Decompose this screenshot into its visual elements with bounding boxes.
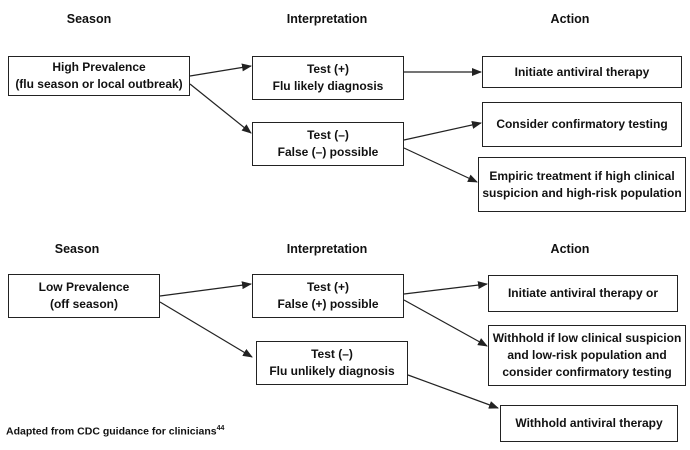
box-line: Test (+): [306, 62, 350, 76]
top-action-empiric-box: Empiric treatment if high clinical suspi…: [478, 157, 686, 212]
box-line: (flu season or local outbreak): [15, 77, 183, 91]
box-line: False (–) possible: [277, 145, 379, 159]
bottom-action-withhold-conditional-box: Withhold if low clinical suspicion and l…: [488, 325, 686, 386]
arrow-bottom-season-to-negative: [159, 301, 253, 358]
box-line: Initiate antiviral therapy or: [507, 286, 659, 300]
box-line: False (+) possible: [277, 297, 379, 311]
bottom-action-header: Action: [550, 242, 590, 256]
top-season-box: High Prevalence (flu season or local out…: [8, 56, 190, 96]
top-action-header: Action: [550, 12, 590, 26]
footnote-reference: 44: [216, 425, 225, 432]
box-line: Withhold antiviral therapy: [515, 416, 663, 430]
box-line: Flu unlikely diagnosis: [269, 364, 395, 378]
box-line: High Prevalence: [52, 60, 146, 74]
arrow-bottom-positive-to-initiate: [403, 281, 488, 295]
box-line: Consider confirmatory testing: [496, 117, 668, 131]
box-line: (off season): [49, 297, 118, 311]
bottom-interp-negative-box: Test (–) Flu unlikely diagnosis: [256, 341, 408, 385]
bottom-season-header: Season: [54, 242, 100, 256]
box-line: Initiate antiviral therapy: [514, 64, 650, 79]
box-line: Empiric treatment if high clinical: [489, 168, 675, 183]
arrow-top-season-to-negative: [189, 83, 252, 134]
top-action-initiate-box: Initiate antiviral therapy: [482, 56, 682, 88]
bottom-interp-positive-box: Test (+) False (+) possible: [252, 274, 404, 318]
bottom-interpretation-header: Interpretation: [286, 242, 368, 256]
top-season-header: Season: [66, 12, 112, 26]
arrow-bottom-positive-to-withhold-conditional: [403, 299, 488, 347]
arrow-bottom-season-to-positive: [159, 281, 252, 297]
top-interp-positive-box: Test (+) Flu likely diagnosis: [252, 56, 404, 100]
arrow-top-negative-to-confirm: [403, 121, 482, 141]
footnote: Adapted from CDC guidance for clinicians…: [6, 425, 224, 438]
top-interp-negative-box: Test (–) False (–) possible: [252, 122, 404, 166]
box-line: consider confirmatory testing: [502, 365, 672, 379]
bottom-action-initiate-box: Initiate antiviral therapy or: [488, 275, 678, 312]
box-line: Test (–): [307, 128, 349, 142]
bottom-action-withhold-box: Withhold antiviral therapy: [500, 405, 678, 442]
box-line: suspicion and high-risk population: [482, 185, 682, 200]
arrow-top-season-to-positive: [189, 63, 252, 77]
box-line: Test (+): [306, 280, 350, 294]
box-line: Withhold if low clinical suspicion: [492, 331, 682, 345]
arrow-bottom-negative-to-withhold: [407, 374, 499, 409]
box-line: Flu likely diagnosis: [272, 79, 384, 93]
box-line: Test (–): [311, 347, 353, 361]
box-line: and low-risk population and: [507, 348, 667, 362]
footnote-text: Adapted from CDC guidance for clinicians: [6, 425, 217, 438]
top-interpretation-header: Interpretation: [286, 12, 368, 26]
arrow-top-negative-to-empiric: [403, 147, 478, 183]
bottom-season-box: Low Prevalence (off season): [8, 274, 160, 318]
top-action-confirm-box: Consider confirmatory testing: [482, 102, 682, 147]
box-line: Low Prevalence: [38, 280, 130, 294]
